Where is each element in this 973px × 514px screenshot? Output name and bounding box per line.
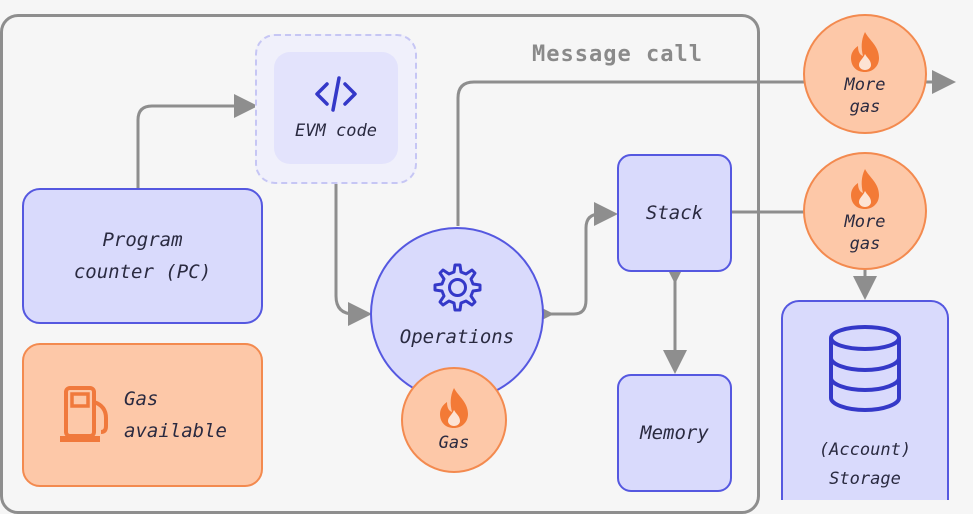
code-icon — [315, 76, 357, 112]
flame-icon — [440, 388, 468, 428]
evm-to-operations-arrow — [334, 182, 372, 326]
storage-label: (Account) Storage — [818, 440, 912, 489]
flame-icon — [851, 32, 879, 72]
storage-node: (Account) Storage — [781, 300, 949, 500]
fuel-pump-icon — [60, 386, 109, 442]
stack-node: Stack — [617, 154, 732, 272]
connectors — [136, 70, 956, 374]
more-gas-node-2: More gas — [803, 152, 927, 270]
program-counter-node: Program counter (PC) — [22, 188, 263, 324]
operations-label: Operations — [399, 326, 515, 348]
program-counter-label: Program counter (PC) — [73, 229, 212, 283]
more-gas-label-2: More gas — [844, 212, 886, 254]
gas-node: Gas — [401, 367, 507, 473]
stack-label: Stack — [645, 202, 704, 224]
more-gas-label-1: More gas — [844, 75, 886, 117]
message-call-label: Message call — [532, 42, 703, 67]
gas-available-node: Gas available — [22, 343, 263, 487]
pc-to-evm-arrow — [136, 94, 258, 188]
operations-stack-arrow — [530, 202, 618, 326]
gas-available-label: Gas available — [124, 388, 227, 442]
evm-code-node: EVM code — [274, 52, 398, 164]
memory-label: Memory — [640, 422, 709, 444]
database-icon — [829, 325, 901, 413]
gear-icon — [433, 263, 482, 312]
message-call-line — [456, 70, 956, 226]
gas-label: Gas — [438, 433, 470, 453]
memory-node: Memory — [617, 374, 732, 492]
evm-code-label: EVM code — [295, 121, 377, 141]
more-gas-node-1: More gas — [803, 14, 927, 134]
flame-icon — [851, 169, 879, 209]
